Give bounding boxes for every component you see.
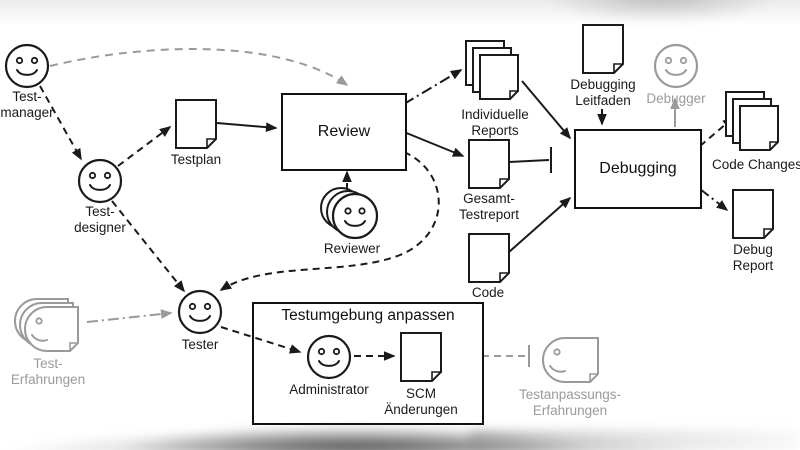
edge-gesamt-testreport-debugging-blocked [508, 159, 550, 163]
test-manager-label: Test-manager [0, 89, 54, 120]
edge-testplan-review [216, 122, 278, 132]
code-changes-label: Code Changes [711, 157, 800, 172]
edge-testdesigner-tester [111, 200, 185, 293]
edge-code-debugging [508, 196, 572, 253]
edge-review-tester [219, 151, 440, 291]
edge-tester-administrator [220, 326, 302, 354]
code-changes-stack-icon [725, 91, 779, 151]
testanpassungs-erfahrungen-experience-icon [542, 337, 599, 383]
edge-review-individuelle-reports [403, 69, 463, 105]
edge-review-gesamt-testreport [403, 131, 465, 157]
reviewer-smiley-stack-icon [320, 187, 379, 240]
testumgebung-title: Testumgebung anpassen [281, 307, 455, 324]
edge-debugging-debug-report [699, 188, 729, 211]
gesamt-testreport-label: Gesamt-Testreport [458, 191, 520, 222]
test-erfahrungen-label: Test-Erfahrungen [10, 356, 86, 387]
debugging-process-box: Debugging [574, 129, 702, 209]
debugging-leitfaden-document-icon [582, 24, 624, 74]
gesamt-testreport-document-icon [468, 139, 510, 189]
edge-testmanager-review [49, 48, 349, 86]
edge-testmanager-testdesigner [39, 85, 82, 161]
test-manager-smiley-icon [4, 43, 50, 89]
testplan-label: Testplan [170, 152, 222, 167]
debugger-label: Debugger [646, 91, 706, 106]
reviewer-label: Reviewer [323, 241, 381, 256]
code-document-icon [468, 233, 510, 283]
review-process-box: Review [281, 93, 407, 171]
debugging-label: Debugging [599, 160, 677, 177]
test-erfahrungen-experience-icon [14, 298, 79, 352]
scm-aenderungen-document-icon [400, 332, 442, 382]
testplan-document-icon [175, 99, 217, 149]
individuelle-reports-stack-icon [465, 40, 519, 100]
administrator-label: Administrator [289, 382, 369, 397]
edge-testerfahrungen-tester [86, 309, 173, 323]
debugger-smiley-icon [653, 43, 699, 89]
review-label: Review [317, 123, 371, 140]
edge-individuelle-reports-debugging [521, 80, 572, 140]
tester-label: Tester [181, 337, 219, 352]
debug-report-document-icon [732, 189, 774, 239]
code-label: Code [471, 285, 505, 300]
testanpassungs-erfahrungen-label: Testanpassungs-Erfahrungen [518, 387, 622, 418]
administrator-smiley-icon [306, 334, 352, 380]
test-designer-label: Test-designer [74, 204, 126, 235]
edge-testdesigner-testplan [117, 126, 172, 167]
test-designer-smiley-icon [77, 158, 123, 204]
tester-smiley-icon [177, 289, 223, 335]
